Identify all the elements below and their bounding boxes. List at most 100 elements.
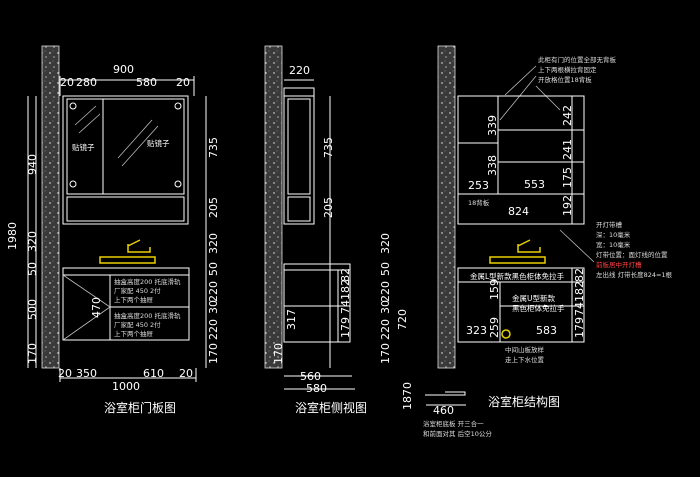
side-inner-317: 317: [285, 309, 298, 330]
struct-dim-242: 242: [561, 105, 574, 126]
side-dim-320: 320: [379, 233, 392, 254]
bottom-note-1: 浴室柜底板 开三合一: [423, 419, 484, 428]
side-inner-182: 182: [339, 279, 352, 300]
side-dim-735: 735: [322, 137, 335, 158]
drawer-note-2a: 抽盒高度200 托底滑轨: [114, 311, 181, 320]
struct-dim-182: 182: [573, 281, 586, 302]
front-top-total: 900: [113, 63, 134, 76]
struct-dim-259: 259: [488, 317, 501, 338]
front-right-dim-205: 205: [207, 197, 220, 218]
front-view: 900 20 280 580 20 贴镜子 贴镜子 940 1980 320 5…: [6, 45, 220, 415]
front-right-dim-220a: 220: [207, 281, 220, 302]
front-bottom-dim-4: 20: [179, 367, 193, 380]
light-note-red: 前板居中开灯槽: [596, 260, 642, 269]
side-wall: [264, 45, 283, 369]
front-left-dim-500: 500: [26, 299, 39, 320]
front-right-dim-50: 50: [207, 262, 220, 276]
side-inner-82a: 82: [339, 268, 352, 282]
front-top-dim-2: 280: [76, 76, 97, 89]
mid-note-1: 中间山板放样: [505, 345, 545, 354]
side-dim-720: 720: [396, 309, 409, 330]
front-wall: [41, 45, 60, 369]
mirror-label-right: 贴镜子: [147, 138, 170, 148]
struct-dim-553: 553: [524, 178, 545, 191]
vanity-body: [62, 267, 190, 341]
struct-dim-241: 241: [561, 139, 574, 160]
struct-dim-339: 339: [486, 115, 499, 136]
struct-top-note-2: 上下两根横拉背固定: [538, 65, 597, 74]
struct-dim-253: 253: [468, 179, 489, 192]
light-note-4: 灯带位置：面灯线的位置: [596, 250, 668, 259]
front-right-dim-220b: 220: [207, 319, 220, 340]
side-mirror-cabinet: [283, 95, 315, 225]
side-dim-30: 30: [379, 300, 392, 314]
drawer-note-1c: 上下两个抽屉: [114, 295, 154, 304]
front-bottom-dim-3: 610: [143, 367, 164, 380]
struct-dim-583: 583: [536, 324, 557, 337]
side-bottom-580: 580: [306, 382, 327, 395]
side-top-dim: 220: [289, 64, 310, 77]
struct-handle-1: 金属L型新款黑色柜体免拉手: [470, 271, 565, 281]
door-dim-470: 470: [90, 297, 103, 318]
struct-dim-460: 460: [433, 404, 454, 417]
struct-lower-cabinet: [457, 267, 585, 343]
side-dim-50: 50: [379, 262, 392, 276]
water-pipe-marker: [501, 329, 511, 339]
struct-upper-cabinet: [457, 95, 585, 225]
struct-handle-2b: 黑色柜体免拉手: [512, 303, 565, 313]
struct-top-note-3: 开放格位置18背板: [538, 75, 592, 84]
side-dim-170: 170: [379, 343, 392, 364]
front-bottom-total: 1000: [112, 380, 140, 393]
front-bottom-dim-1: 20: [58, 367, 72, 380]
structure-title: 浴室柜结构图: [488, 394, 560, 409]
front-left-dim-940: 940: [26, 154, 39, 175]
mirror-cabinet: [62, 95, 189, 225]
side-inner-179: 179: [339, 317, 352, 338]
light-note-5: 左出线 灯带长度824=1根: [596, 270, 673, 279]
struct-dim-338: 338: [486, 155, 499, 176]
drawer-note-2c: 上下两个抽屉: [114, 329, 154, 338]
struct-dim-82: 82: [573, 268, 586, 282]
struct-dim-192: 192: [561, 195, 574, 216]
front-left-dim-170: 170: [26, 343, 39, 364]
struct-dim-323: 323: [466, 324, 487, 337]
light-note-2: 深：10毫米: [596, 230, 631, 239]
front-right-dim-735: 735: [207, 137, 220, 158]
front-right-dim-30: 30: [207, 300, 220, 314]
front-top-dim-1: 20: [60, 76, 74, 89]
light-note-3: 宽：10毫米: [596, 240, 631, 249]
struct-dim-159: 159: [488, 279, 501, 300]
struct-dim-1870: 1870: [401, 382, 414, 410]
side-title: 浴室柜侧视图: [295, 400, 367, 415]
front-top-dim-4: 20: [176, 76, 190, 89]
structure-view: 此柜有门的位置全部无背板 上下两根横拉背固定 开放格位置18背板 339 242…: [401, 45, 673, 438]
drawer-note-1a: 抽盒高度200 托底滑轨: [114, 277, 181, 286]
drawer-note-2b: 厂家配 450 2付: [114, 320, 161, 329]
structure-wall: [437, 45, 456, 369]
front-bottom-dim-2: 350: [76, 367, 97, 380]
mirror-label-left: 贴镜子: [72, 142, 95, 152]
front-right-dim-170: 170: [207, 343, 220, 364]
light-note-1: 开灯带槽: [596, 220, 623, 229]
side-dim-205: 205: [322, 197, 335, 218]
struct-handle-2a: 金属U型新款: [512, 293, 555, 303]
struct-dim-824: 824: [508, 205, 529, 218]
front-right-dim-320: 320: [207, 233, 220, 254]
struct-dim-179: 179: [573, 317, 586, 338]
drawer-note-1b: 厂家配 450 2付: [114, 286, 161, 295]
front-left-dim-320: 320: [26, 231, 39, 252]
front-left-dim-1980: 1980: [6, 222, 19, 250]
side-view: 220 735 205 320 50 220 30 220 170 720 17…: [264, 45, 409, 415]
struct-dim-175: 175: [561, 167, 574, 188]
side-inner-74: 74: [339, 300, 352, 314]
side-left-170: 170: [272, 343, 285, 364]
struct-top-note-1: 此柜有门的位置全部无背板: [538, 55, 617, 64]
front-top-dim-3: 580: [136, 76, 157, 89]
struct-dim-74: 74: [573, 302, 586, 316]
side-dim-220a: 220: [379, 281, 392, 302]
front-title: 浴室柜门板图: [104, 400, 176, 415]
front-left-dim-50: 50: [26, 262, 39, 276]
side-bottom-560: 560: [300, 370, 321, 383]
